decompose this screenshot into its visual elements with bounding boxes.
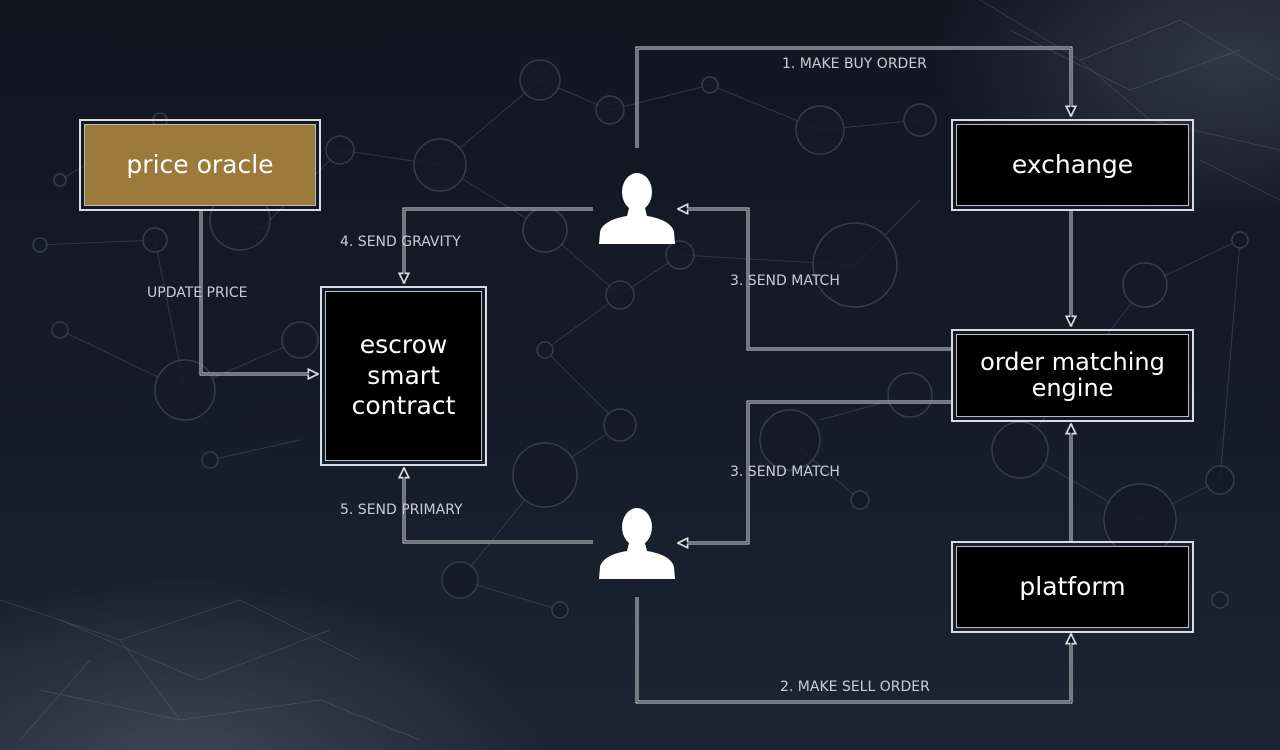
node-exchange-label: exchange [1011, 149, 1134, 179]
node-price-oracle-label: price oracle [126, 149, 274, 179]
edge-label-send-gravity: 4. SEND GRAVITY [340, 234, 461, 250]
node-escrow-line-2: smart [367, 360, 440, 390]
edge-label-send-match-bottom: 3. SEND MATCH [730, 464, 840, 480]
node-escrow-smart-contract: escrow smart contract [320, 286, 487, 466]
node-order-matching-engine: order matching engine [951, 329, 1194, 422]
edge-label-make-sell-order: 2. MAKE SELL ORDER [780, 679, 930, 695]
node-price-oracle: price oracle [79, 119, 321, 211]
edge-label-make-buy-order: 1. MAKE BUY ORDER [782, 56, 927, 72]
person-icon [599, 508, 675, 579]
node-platform-label: platform [1019, 571, 1126, 601]
node-escrow-line-1: escrow [359, 330, 448, 360]
edge-label-send-primary: 5. SEND PRIMARY [340, 502, 463, 518]
node-escrow-line-3: contract [351, 391, 456, 421]
node-engine-line-1: order matching [980, 348, 1165, 377]
edge-label-send-match-top: 3. SEND MATCH [730, 273, 840, 289]
person-icon [599, 173, 675, 244]
edge-label-update-price: UPDATE PRICE [147, 285, 248, 301]
node-exchange: exchange [951, 119, 1194, 211]
node-engine-line-2: engine [1031, 373, 1114, 402]
node-platform: platform [951, 541, 1194, 633]
